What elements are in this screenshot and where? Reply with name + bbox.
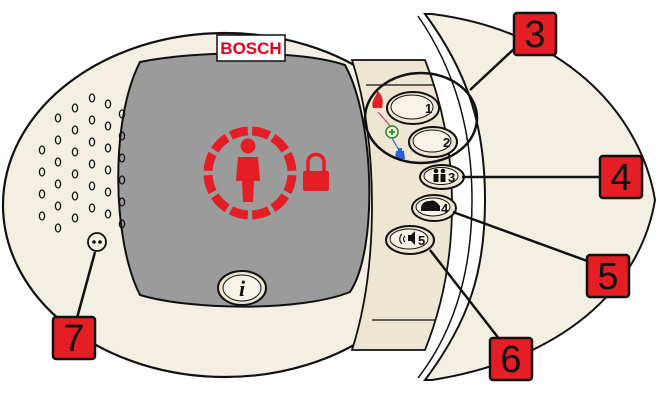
- grille-hole: [118, 175, 126, 185]
- button-3[interactable]: 3: [419, 164, 465, 190]
- button-2[interactable]: 2: [408, 126, 458, 158]
- ring-segment: [228, 126, 249, 140]
- ring-segment: [251, 126, 272, 140]
- button-5-label: 5: [418, 233, 425, 248]
- callout-3-label: 3: [524, 14, 545, 56]
- ring-segment: [211, 134, 230, 153]
- police-icon: [395, 148, 405, 159]
- callout-3: 3: [512, 11, 558, 57]
- grille-hole: [88, 115, 96, 125]
- button-1[interactable]: 1: [386, 91, 440, 125]
- callout-6: 6: [488, 336, 534, 382]
- ring-segment: [270, 193, 289, 212]
- grille-hole: [38, 189, 46, 199]
- grille-hole: [71, 213, 79, 223]
- grille-hole: [104, 99, 112, 109]
- grille-hole: [71, 169, 79, 179]
- leader-3: [469, 47, 516, 91]
- person-icon: [236, 138, 260, 202]
- ring-segment: [203, 151, 217, 172]
- group-circle: [363, 71, 479, 165]
- grille-hole: [118, 131, 126, 141]
- grille-hole: [38, 211, 46, 221]
- grille-hole: [88, 203, 96, 213]
- grille-hole: [54, 223, 62, 233]
- grille-hole: [54, 113, 62, 123]
- ring-segment: [211, 193, 230, 212]
- button-2-label: 2: [443, 135, 450, 150]
- button-3-label: 3: [448, 170, 455, 185]
- side-cover-edge: [417, 15, 473, 379]
- button-4[interactable]: 4: [411, 194, 457, 222]
- grille-hole: [104, 209, 112, 219]
- ring-icon: [203, 126, 297, 220]
- callout-6-label: 6: [500, 339, 521, 381]
- grille-hole: [104, 165, 112, 175]
- callout-4: 4: [598, 154, 644, 200]
- grille-hole: [71, 191, 79, 201]
- grille-hole: [54, 157, 62, 167]
- grille-hole: [71, 125, 79, 135]
- ring-segment: [251, 206, 272, 220]
- callout-5: 5: [585, 253, 631, 299]
- people-icon: [433, 168, 446, 182]
- callout-4-label: 4: [610, 157, 631, 199]
- grille-hole: [104, 187, 112, 197]
- button-4-label: 4: [441, 201, 449, 216]
- status-display: [203, 126, 329, 220]
- button-5[interactable]: 5: [385, 225, 435, 255]
- microphone: [87, 232, 107, 252]
- ring-segment: [228, 206, 249, 220]
- callout-7: 7: [51, 315, 97, 361]
- grille-hole: [38, 167, 46, 177]
- info-icon: i: [239, 276, 246, 301]
- leader-7: [75, 251, 97, 319]
- ring-segment: [203, 174, 217, 195]
- callout-7-label: 7: [63, 318, 84, 360]
- bosch-logo-text: BOSCH: [220, 39, 281, 58]
- button-1-label: 1: [425, 101, 432, 116]
- fire-icon: [372, 90, 383, 108]
- ring-segment: [283, 151, 297, 172]
- grille-hole: [88, 93, 96, 103]
- grille-hole: [88, 181, 96, 191]
- grille-hole: [118, 153, 126, 163]
- leader-6: [429, 249, 501, 341]
- grille-hole: [118, 197, 126, 207]
- speaker-icon: [399, 231, 415, 245]
- grille-hole: [88, 137, 96, 147]
- indicator-line: [377, 111, 393, 129]
- car-icon: [421, 200, 440, 211]
- padlock-icon: [303, 152, 329, 191]
- grille-hole: [71, 103, 79, 113]
- info-button[interactable]: i: [217, 270, 267, 306]
- ring-segment: [270, 134, 289, 153]
- callout-5-label: 5: [597, 256, 618, 298]
- grille-hole: [118, 219, 126, 229]
- ring-segment: [283, 174, 297, 195]
- speaker-grille: [38, 93, 126, 233]
- grille-hole: [71, 147, 79, 157]
- grille-hole: [88, 159, 96, 169]
- bosch-logo: BOSCH: [216, 34, 286, 62]
- grille-hole: [54, 201, 62, 211]
- grille-hole: [104, 121, 112, 131]
- leader-5: [452, 210, 591, 264]
- grille-hole: [54, 135, 62, 145]
- grille-hole: [118, 109, 126, 119]
- grille-hole: [54, 179, 62, 189]
- grille-hole: [38, 145, 46, 155]
- grille-hole: [104, 143, 112, 153]
- medical-icon: [385, 125, 399, 139]
